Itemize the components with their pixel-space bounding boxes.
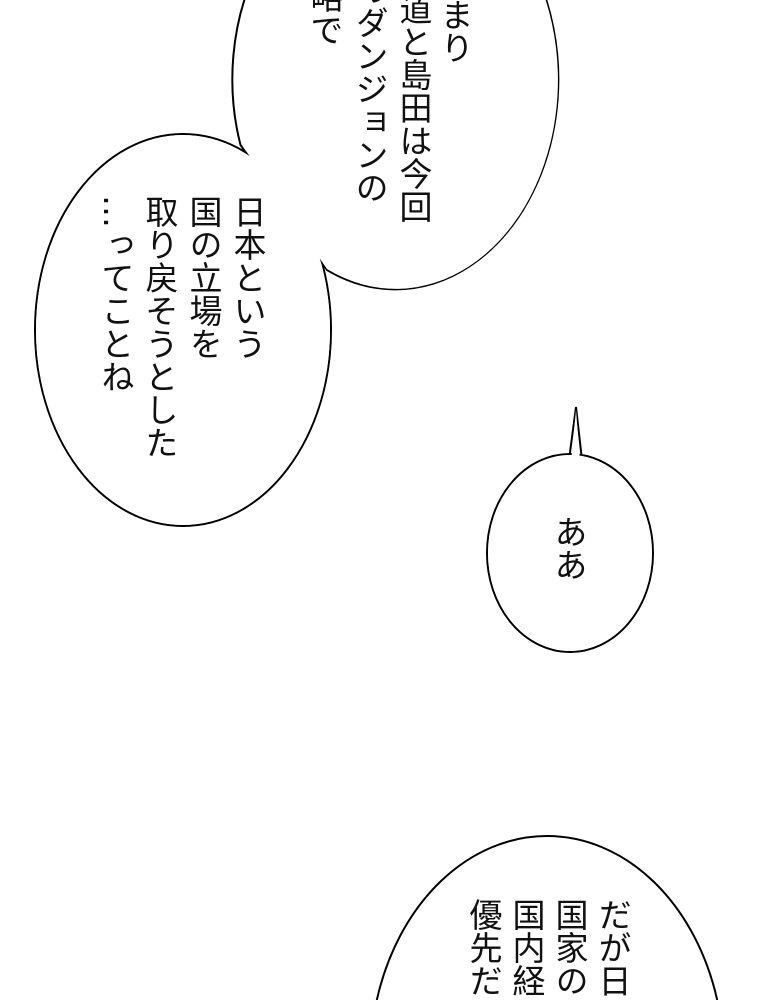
bubble-left-line-1: 日本という bbox=[228, 195, 267, 360]
bubble-top-line-2: 道と島田は今回 bbox=[394, 0, 433, 223]
bubble-left-line-3: 取り戻そうとした bbox=[140, 195, 179, 459]
bubble-bottom-line-2: 国家の bbox=[550, 898, 589, 997]
bubble-bottom-outline bbox=[375, 835, 719, 1000]
bubble-top-line-1: まり bbox=[435, 0, 474, 64]
bubble-left-line-4: …ってことね bbox=[96, 195, 135, 393]
bubble-left-line-2: 国の立場を bbox=[184, 195, 223, 360]
bubble-small-line-1: ああ bbox=[549, 515, 588, 581]
bubble-bottom-line-3: 国内経 bbox=[507, 898, 546, 997]
bubble-bottom-line-4: 優先だ bbox=[464, 898, 503, 997]
bubble-top-line-3: のダンジョンの bbox=[350, 0, 389, 204]
bubble-top-line-4: 略で bbox=[305, 0, 344, 46]
bubble-bottom-line-1: だが日 bbox=[593, 898, 632, 997]
